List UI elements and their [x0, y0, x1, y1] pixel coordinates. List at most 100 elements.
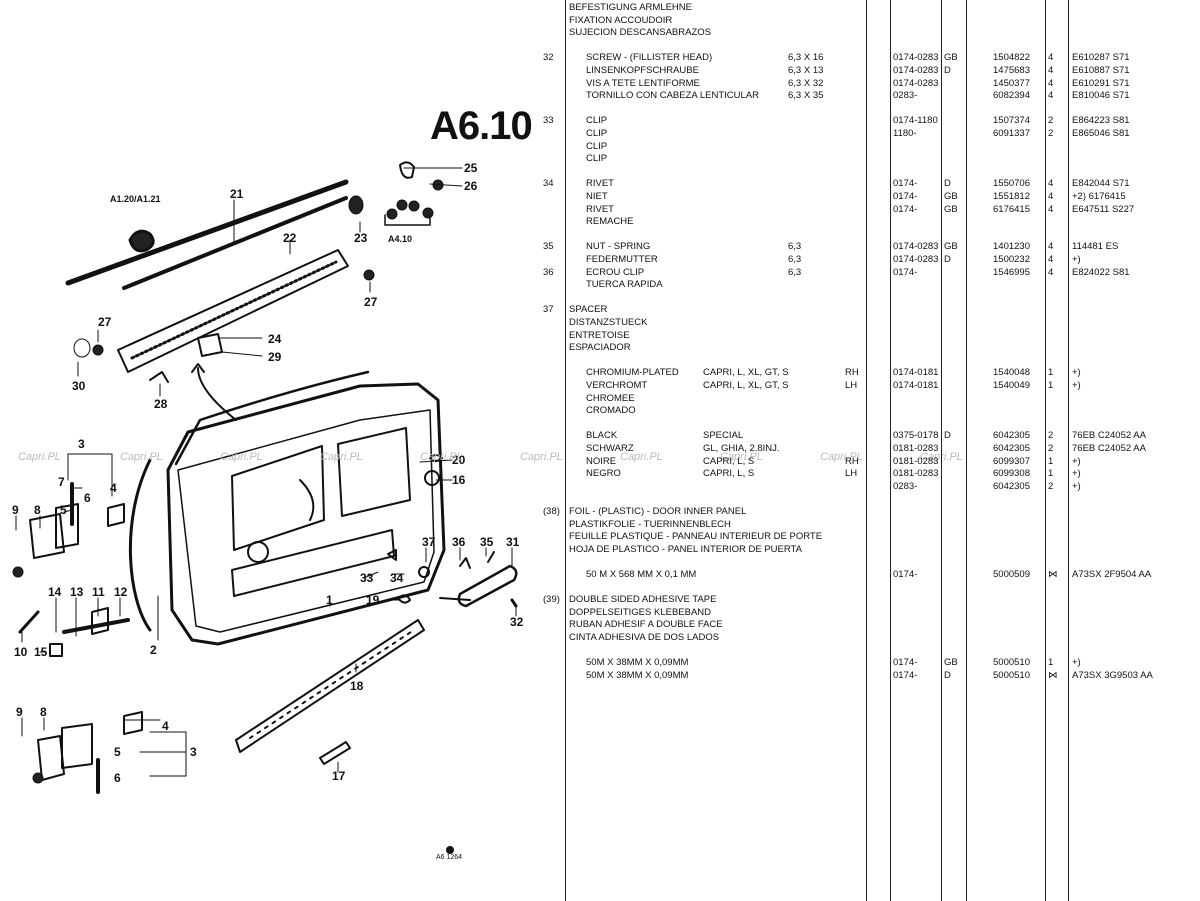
cell-part-number: 1551812 [993, 191, 1030, 202]
cell-quantity: 4 [1048, 203, 1054, 215]
cell-part-number: 6042305 [993, 480, 1030, 492]
cell-reference-number: E824022 S81 [1072, 266, 1130, 278]
label-23: 23 [354, 231, 368, 245]
table-row: TUERCA RAPIDA [0, 279, 1200, 291]
cell-date-range: 1180- [893, 128, 917, 139]
label-24: 24 [268, 332, 282, 346]
cell-description: CROMADO [586, 405, 636, 417]
assembly-arrow [197, 367, 237, 421]
cell-size: 6,3 X 32 [788, 77, 824, 89]
cell-quantity: 4 [1048, 266, 1054, 278]
label-21: 21 [230, 187, 244, 201]
label-3: 3 [78, 437, 85, 451]
label-3-lower: 3 [190, 745, 197, 759]
sheet-code: A6.10 [430, 104, 533, 148]
table-row [0, 582, 1200, 594]
label-31: 31 [506, 535, 520, 549]
cell-date-range: 0174-0283 [893, 77, 939, 89]
cell-reference-number: E610287 S71 [1072, 52, 1130, 64]
cell-part-number: 1540049 [993, 380, 1030, 391]
cell-description: ECROU CLIP [586, 266, 645, 278]
cell-description: RUBAN ADHESIF A DOUBLE FACE [569, 619, 723, 631]
cell-reference-number: 76EB C24052 AA [1072, 430, 1146, 442]
part-27-screw-left [92, 344, 104, 356]
cell-date-range: 0174- [893, 191, 918, 202]
cell-market: GB [944, 191, 958, 202]
cell-description: FOIL - (PLASTIC) - DOOR INNER PANEL [569, 506, 747, 517]
cell-part-number: 1504822 [993, 52, 1030, 64]
label-9: 9 [12, 503, 19, 517]
cell-description: TORNILLO CON CABEZA LENTICULAR [586, 90, 759, 102]
label-13: 13 [70, 585, 84, 599]
cell-date-range: 0174- [893, 657, 918, 669]
cell-size: 6,3 X 35 [788, 90, 824, 102]
cell-date-range: 0174- [893, 266, 918, 278]
cell-side: RH [845, 455, 859, 467]
part-hinge-upper [29, 513, 65, 559]
part-22-rail-texture [130, 260, 338, 360]
cell-date-range: 0174-0181 [893, 367, 939, 379]
table-row: DISTANZSTUECK [0, 317, 1200, 329]
label-16: 16 [452, 473, 466, 487]
part-hinge-lower [37, 735, 65, 781]
table-row: SUJECION DESCANSABRAZOS [0, 27, 1200, 39]
cell-part-number: 1401230 [993, 241, 1030, 253]
cell-description: FEUILLE PLASTIQUE - PANNEAU INTERIEUR DE… [569, 531, 823, 543]
column-rule [1045, 0, 1046, 901]
cell-market: D [944, 178, 951, 190]
part-27-screw [363, 269, 375, 281]
cell-size: 6,3 [788, 241, 802, 253]
part-30-cap [73, 338, 91, 358]
cell-part-number: 6099308 [993, 468, 1030, 480]
column-rule [565, 0, 566, 901]
cell-reference-number: E864223 S81 [1072, 115, 1130, 127]
cell-date-range: 0174-0283 [893, 241, 939, 253]
cell-item-number: (39) [543, 594, 560, 606]
cell-description: SPACER [569, 304, 608, 316]
cell-quantity: 4 [1048, 254, 1054, 265]
label-28: 28 [154, 397, 168, 411]
part-22-window-rail [117, 249, 349, 373]
label-20: 20 [452, 453, 466, 467]
cell-description: ENTRETOISE [569, 329, 630, 341]
cell-reference-number: E647511 S227 [1072, 203, 1135, 215]
cell-part-number: 1546995 [993, 266, 1030, 278]
cell-description: BEFESTIGUNG ARMLEHNE [569, 2, 692, 13]
cell-reference-number: +) [1072, 455, 1081, 467]
cell-size: 6,3 X 13 [788, 65, 824, 76]
cell-description: RIVET [586, 203, 614, 215]
cell-quantity: 1 [1048, 380, 1054, 391]
label-29: 29 [268, 350, 282, 364]
cell-description: DOPPELSEITIGES KLEBEBAND [569, 606, 712, 618]
cell-reference-number: +) [1072, 367, 1081, 379]
table-row [0, 645, 1200, 657]
cell-description: NEGRO [586, 468, 621, 480]
label-27: 27 [364, 295, 378, 309]
part-a4-cluster [386, 199, 434, 220]
cell-quantity: 4 [1048, 241, 1054, 253]
cell-quantity: 2 [1048, 430, 1054, 442]
cell-quantity: 2 [1048, 115, 1054, 127]
label-18: 18 [350, 679, 364, 693]
table-row: RUBAN ADHESIF A DOUBLE FACE [0, 619, 1200, 631]
column-rule [866, 0, 867, 901]
cell-date-range: 0174-0283 [893, 254, 939, 265]
cell-reference-number: E865046 S81 [1072, 128, 1130, 139]
table-row [0, 166, 1200, 178]
table-row: DOPPELSEITIGES KLEBEBAND [0, 607, 1200, 619]
cell-reference-number: +) [1072, 468, 1081, 480]
table-row: HOJA DE PLASTICO - PANEL INTERIOR DE PUE… [0, 544, 1200, 556]
table-row: CLIP [0, 141, 1200, 153]
cell-reference-number: +) [1072, 657, 1081, 669]
cell-description: LINSENKOPFSCHRAUBE [586, 65, 699, 76]
